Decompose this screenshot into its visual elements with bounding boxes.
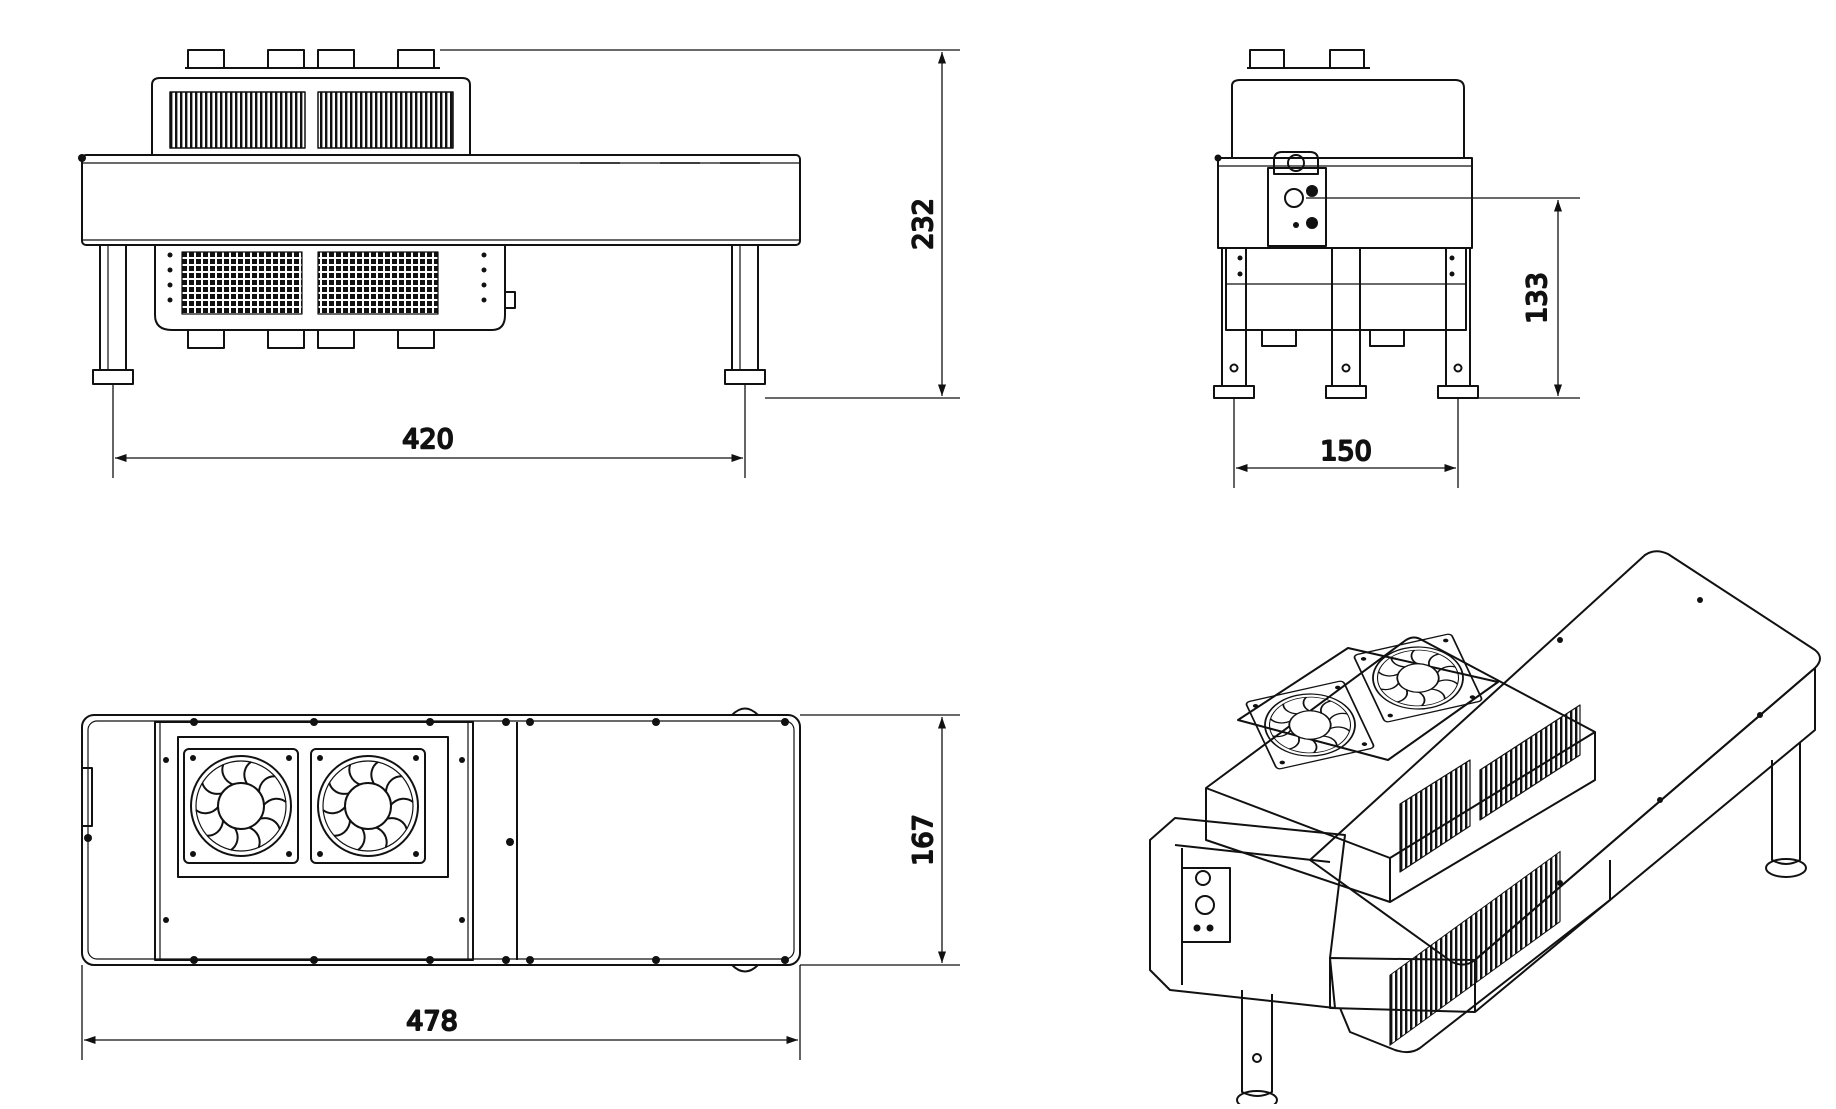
side-width-dimension (1233, 398, 1459, 488)
front-main-body (81, 154, 801, 246)
side-view: 133 150 (1213, 49, 1580, 488)
isometric-view (1149, 550, 1821, 1109)
side-upper-housing (1231, 79, 1465, 159)
iso-side-vents-1 (1399, 759, 1471, 873)
front-height-value: 232 (908, 198, 939, 250)
front-lower-heatsink (154, 244, 506, 331)
iso-chassis-block (1149, 817, 1346, 1009)
side-control-panel (1267, 167, 1327, 247)
iso-lower-fins (1389, 850, 1561, 1046)
side-main-body (1217, 157, 1473, 249)
top-length-value: 478 (406, 1006, 458, 1037)
side-leg-center (1325, 247, 1367, 399)
front-view: 232 420 (78, 49, 960, 478)
front-width-dimension (112, 384, 746, 478)
top-side-connector (81, 767, 93, 827)
side-leg-left (1213, 247, 1255, 399)
iso-leg-front (1236, 990, 1278, 1109)
iso-side-vents-2 (1479, 704, 1581, 821)
side-top-fan-bracket (1247, 49, 1370, 69)
front-upper-housing (151, 77, 471, 156)
iso-fan-right (1352, 632, 1484, 724)
top-fan-plate (177, 736, 449, 878)
iso-leg-back (1765, 742, 1807, 878)
front-leg-left (92, 244, 134, 385)
front-top-fan-brackets (185, 49, 440, 69)
top-screws (163, 718, 789, 964)
top-depth-dimension (800, 714, 960, 966)
iso-fan-left (1244, 679, 1376, 771)
side-width-value: 150 (1320, 436, 1372, 467)
front-lower-grille-left (181, 251, 303, 315)
side-leg-right (1437, 247, 1479, 399)
side-height-dimension (1306, 197, 1580, 399)
top-fan-right (310, 748, 426, 864)
top-fan-left (183, 748, 299, 864)
front-upper-vents-left (169, 91, 306, 149)
side-power-socket (1273, 151, 1319, 175)
front-upper-vents-right (317, 91, 454, 149)
front-lower-grille-right (317, 251, 439, 315)
top-length-dimension (81, 965, 801, 1060)
iso-control-panel (1181, 867, 1231, 943)
side-height-value: 133 (1522, 272, 1553, 324)
front-width-value: 420 (402, 424, 454, 455)
side-switch (1284, 188, 1304, 208)
front-bottom-fan-brackets (187, 329, 435, 349)
top-main-outline (81, 714, 801, 966)
iso-fan-plate (1237, 647, 1499, 761)
top-view: 167 478 (81, 707, 960, 1060)
front-height-dimension (440, 49, 960, 399)
front-leg-right (724, 244, 766, 385)
side-lower-chassis (1225, 247, 1467, 331)
iso-lower-heatsink (1339, 860, 1611, 1054)
top-depth-value: 167 (908, 814, 939, 866)
iso-upper-housing (1205, 636, 1596, 903)
